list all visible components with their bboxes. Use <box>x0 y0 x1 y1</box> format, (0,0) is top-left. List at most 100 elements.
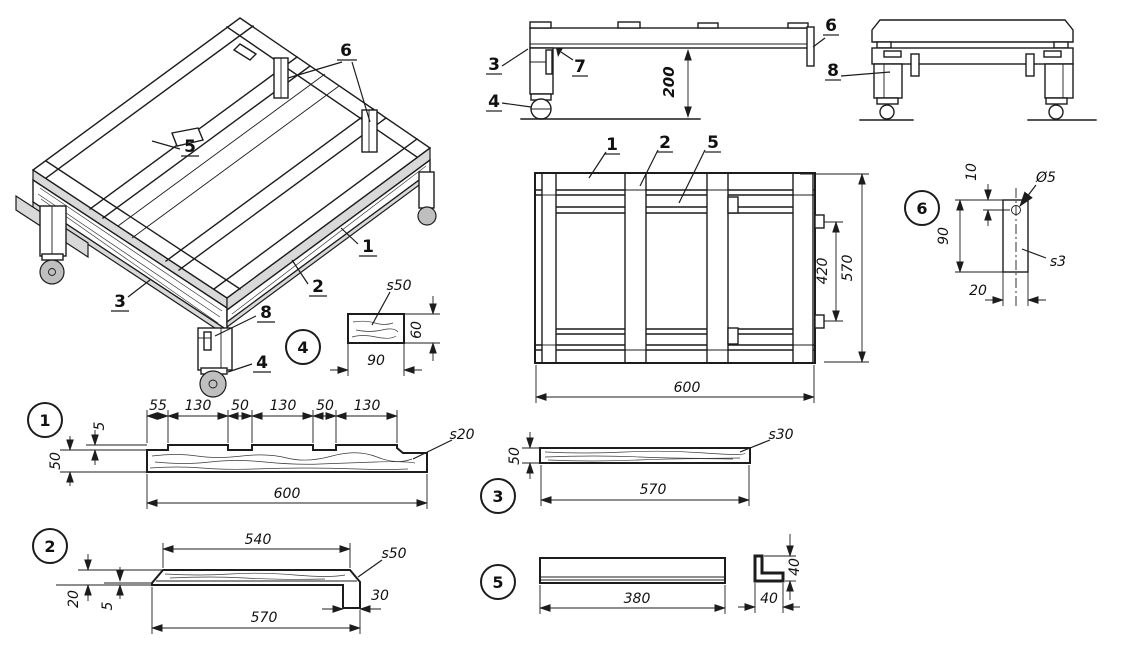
part5-dim-40v: 40 <box>787 558 803 576</box>
isometric-view: 6 5 1 2 3 8 4 <box>15 17 437 398</box>
end-view: 8 <box>825 19 1097 121</box>
side-dim-height: 200 <box>660 49 692 118</box>
detail4-dim-height: 60 <box>404 296 440 361</box>
part2-left-dims: 20 5 <box>56 554 163 610</box>
plan-right-rail <box>792 172 814 364</box>
part5-dim-40h: 40 <box>760 591 778 607</box>
iso-top-face <box>31 17 432 299</box>
side-main-board <box>529 27 811 49</box>
side-callout-3: 3 <box>488 55 500 75</box>
iso-latch-8 <box>203 331 212 351</box>
end-latch-strip <box>910 53 920 77</box>
plan-outline <box>534 172 816 364</box>
iso-rim-far-left-inner <box>45 25 254 179</box>
end-cleat <box>1053 41 1069 49</box>
iso-cross-board-near <box>165 108 387 271</box>
part3-dim-length: 570 <box>540 465 750 506</box>
part2-dim-bottom: 570 <box>151 587 361 634</box>
plan-dim-length: 600 <box>535 365 815 403</box>
end-cleat <box>876 41 892 49</box>
detail6-dim-hole: Ø5 <box>1035 170 1056 186</box>
plan-callout-5: 5 <box>707 133 719 153</box>
end-callout-8: 8 <box>827 61 839 81</box>
side-view: 200 3 7 4 6 <box>486 16 839 120</box>
part3-board <box>539 447 751 464</box>
detail4-dim-90: 90 <box>367 353 385 369</box>
plan-dim-width: 570 <box>800 173 869 363</box>
part1-dim-length: 600 <box>146 474 428 509</box>
plan-stop-hook <box>727 327 739 345</box>
end-caster-wheel <box>1048 104 1064 120</box>
balloon-3-number: 3 <box>492 487 503 506</box>
side-dim-200: 200 <box>660 66 678 97</box>
iso-callout-5: 5 <box>184 137 196 157</box>
iso-stop-cleat-5 <box>171 127 204 147</box>
iso-callout-8: 8 <box>260 303 272 323</box>
detail4-dim-s50: s50 <box>386 278 411 294</box>
plan-stop-hook <box>727 196 739 214</box>
side-callout-4: 4 <box>488 92 500 112</box>
balloon-2 <box>32 528 68 564</box>
end-latch-pin <box>883 50 902 58</box>
iso-callout-4: 4 <box>256 353 268 373</box>
part2-dim-30: 30 <box>371 588 389 604</box>
iso-rear-left-leg <box>39 205 67 285</box>
side-caster <box>530 93 552 120</box>
part2-dim-top: 540 <box>162 532 351 568</box>
part3-detail: 3 50 570 s30 <box>480 427 794 514</box>
detail4-block <box>347 313 405 344</box>
balloon-1-number: 1 <box>39 411 50 430</box>
detail6-dim-width: 20 <box>969 272 1046 306</box>
side-tab <box>617 21 641 29</box>
balloon-4 <box>285 329 321 365</box>
iso-tab-6-b <box>361 109 378 153</box>
part2-detail: 2 540 s50 20 5 30 <box>32 528 407 634</box>
end-latch-pin <box>1043 50 1062 58</box>
detail6-dim-10: 10 <box>964 163 980 181</box>
part3-dim-height: 50 <box>507 447 523 465</box>
detail6-dim-20: 20 <box>969 283 987 299</box>
balloon-5-number: 5 <box>492 573 503 592</box>
iso-rim-left-near-inner <box>45 160 241 290</box>
plan-dim-600: 600 <box>674 380 701 396</box>
balloon-2-number: 2 <box>44 537 55 556</box>
part5-detail: 5 380 40 40 <box>480 534 803 614</box>
iso-callout-6: 6 <box>340 41 352 61</box>
plan-left-rail <box>541 172 557 364</box>
detail-4: 4 s50 60 90 <box>285 278 440 376</box>
part5-dim-380: 380 <box>624 591 651 607</box>
plan-tab <box>814 214 825 229</box>
part1-dim-55: 55 <box>149 398 167 414</box>
part1-dim-50b: 50 <box>316 398 334 414</box>
plan-callouts: 1 2 5 <box>588 133 721 204</box>
balloon-5 <box>480 564 516 600</box>
side-callouts: 3 7 4 6 <box>486 16 839 112</box>
side-tab <box>697 22 719 29</box>
side-tab <box>529 21 552 29</box>
side-latch <box>545 49 553 75</box>
plan-dim-420: 420 <box>815 258 831 285</box>
plan-callout-2: 2 <box>659 133 671 153</box>
iso-under-rail <box>131 85 340 239</box>
part1-dim-600: 600 <box>274 486 301 502</box>
part1-dim-50a: 50 <box>231 398 249 414</box>
side-callout-6: 6 <box>825 16 837 36</box>
part2-dim-notch: 30 <box>322 588 389 613</box>
part5-piece <box>539 557 726 584</box>
end-top-slab <box>871 19 1074 43</box>
part3-dim-570: 570 <box>640 482 667 498</box>
end-callouts: 8 <box>825 61 891 81</box>
part2-dim-540: 540 <box>245 532 272 548</box>
part5-cross-section <box>753 554 785 583</box>
part1-chain-dims: 55 130 50 130 50 130 <box>146 398 398 443</box>
plan-board-2a <box>624 172 647 364</box>
iso-near-leg <box>197 327 233 398</box>
iso-rim-far-right-inner <box>226 26 418 158</box>
side-tab <box>787 22 809 29</box>
part2-dim-height: 20 <box>66 590 82 608</box>
end-apron <box>871 47 1074 65</box>
part1-dim-s20: s20 <box>449 427 474 443</box>
side-catch-7 <box>556 48 563 57</box>
part5-dim-length: 380 <box>539 585 726 614</box>
detail4-dim-60: 60 <box>409 321 425 339</box>
